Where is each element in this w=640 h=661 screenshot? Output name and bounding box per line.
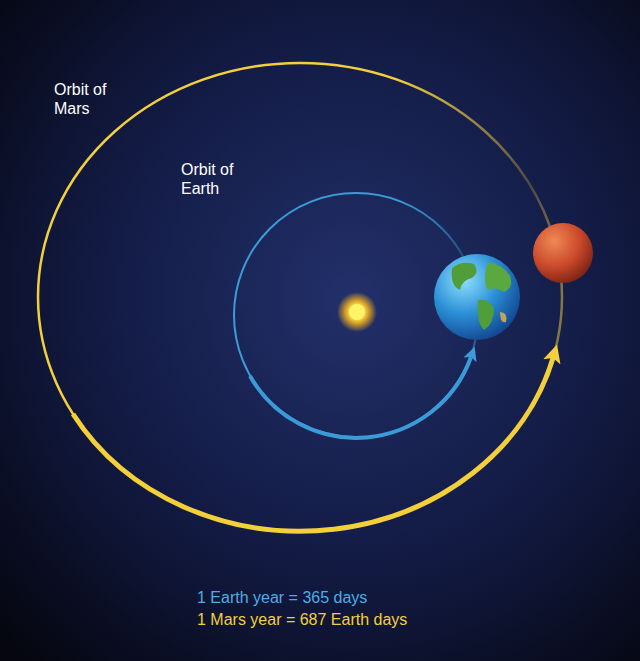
orbit-label: Orbit of Mars (54, 80, 126, 118)
orbit-label: Orbit of Earth (181, 160, 253, 198)
period-note: 1 Earth year = 365 days (197, 588, 557, 607)
period-note: 1 Mars year = 687 Earth days (197, 610, 557, 629)
